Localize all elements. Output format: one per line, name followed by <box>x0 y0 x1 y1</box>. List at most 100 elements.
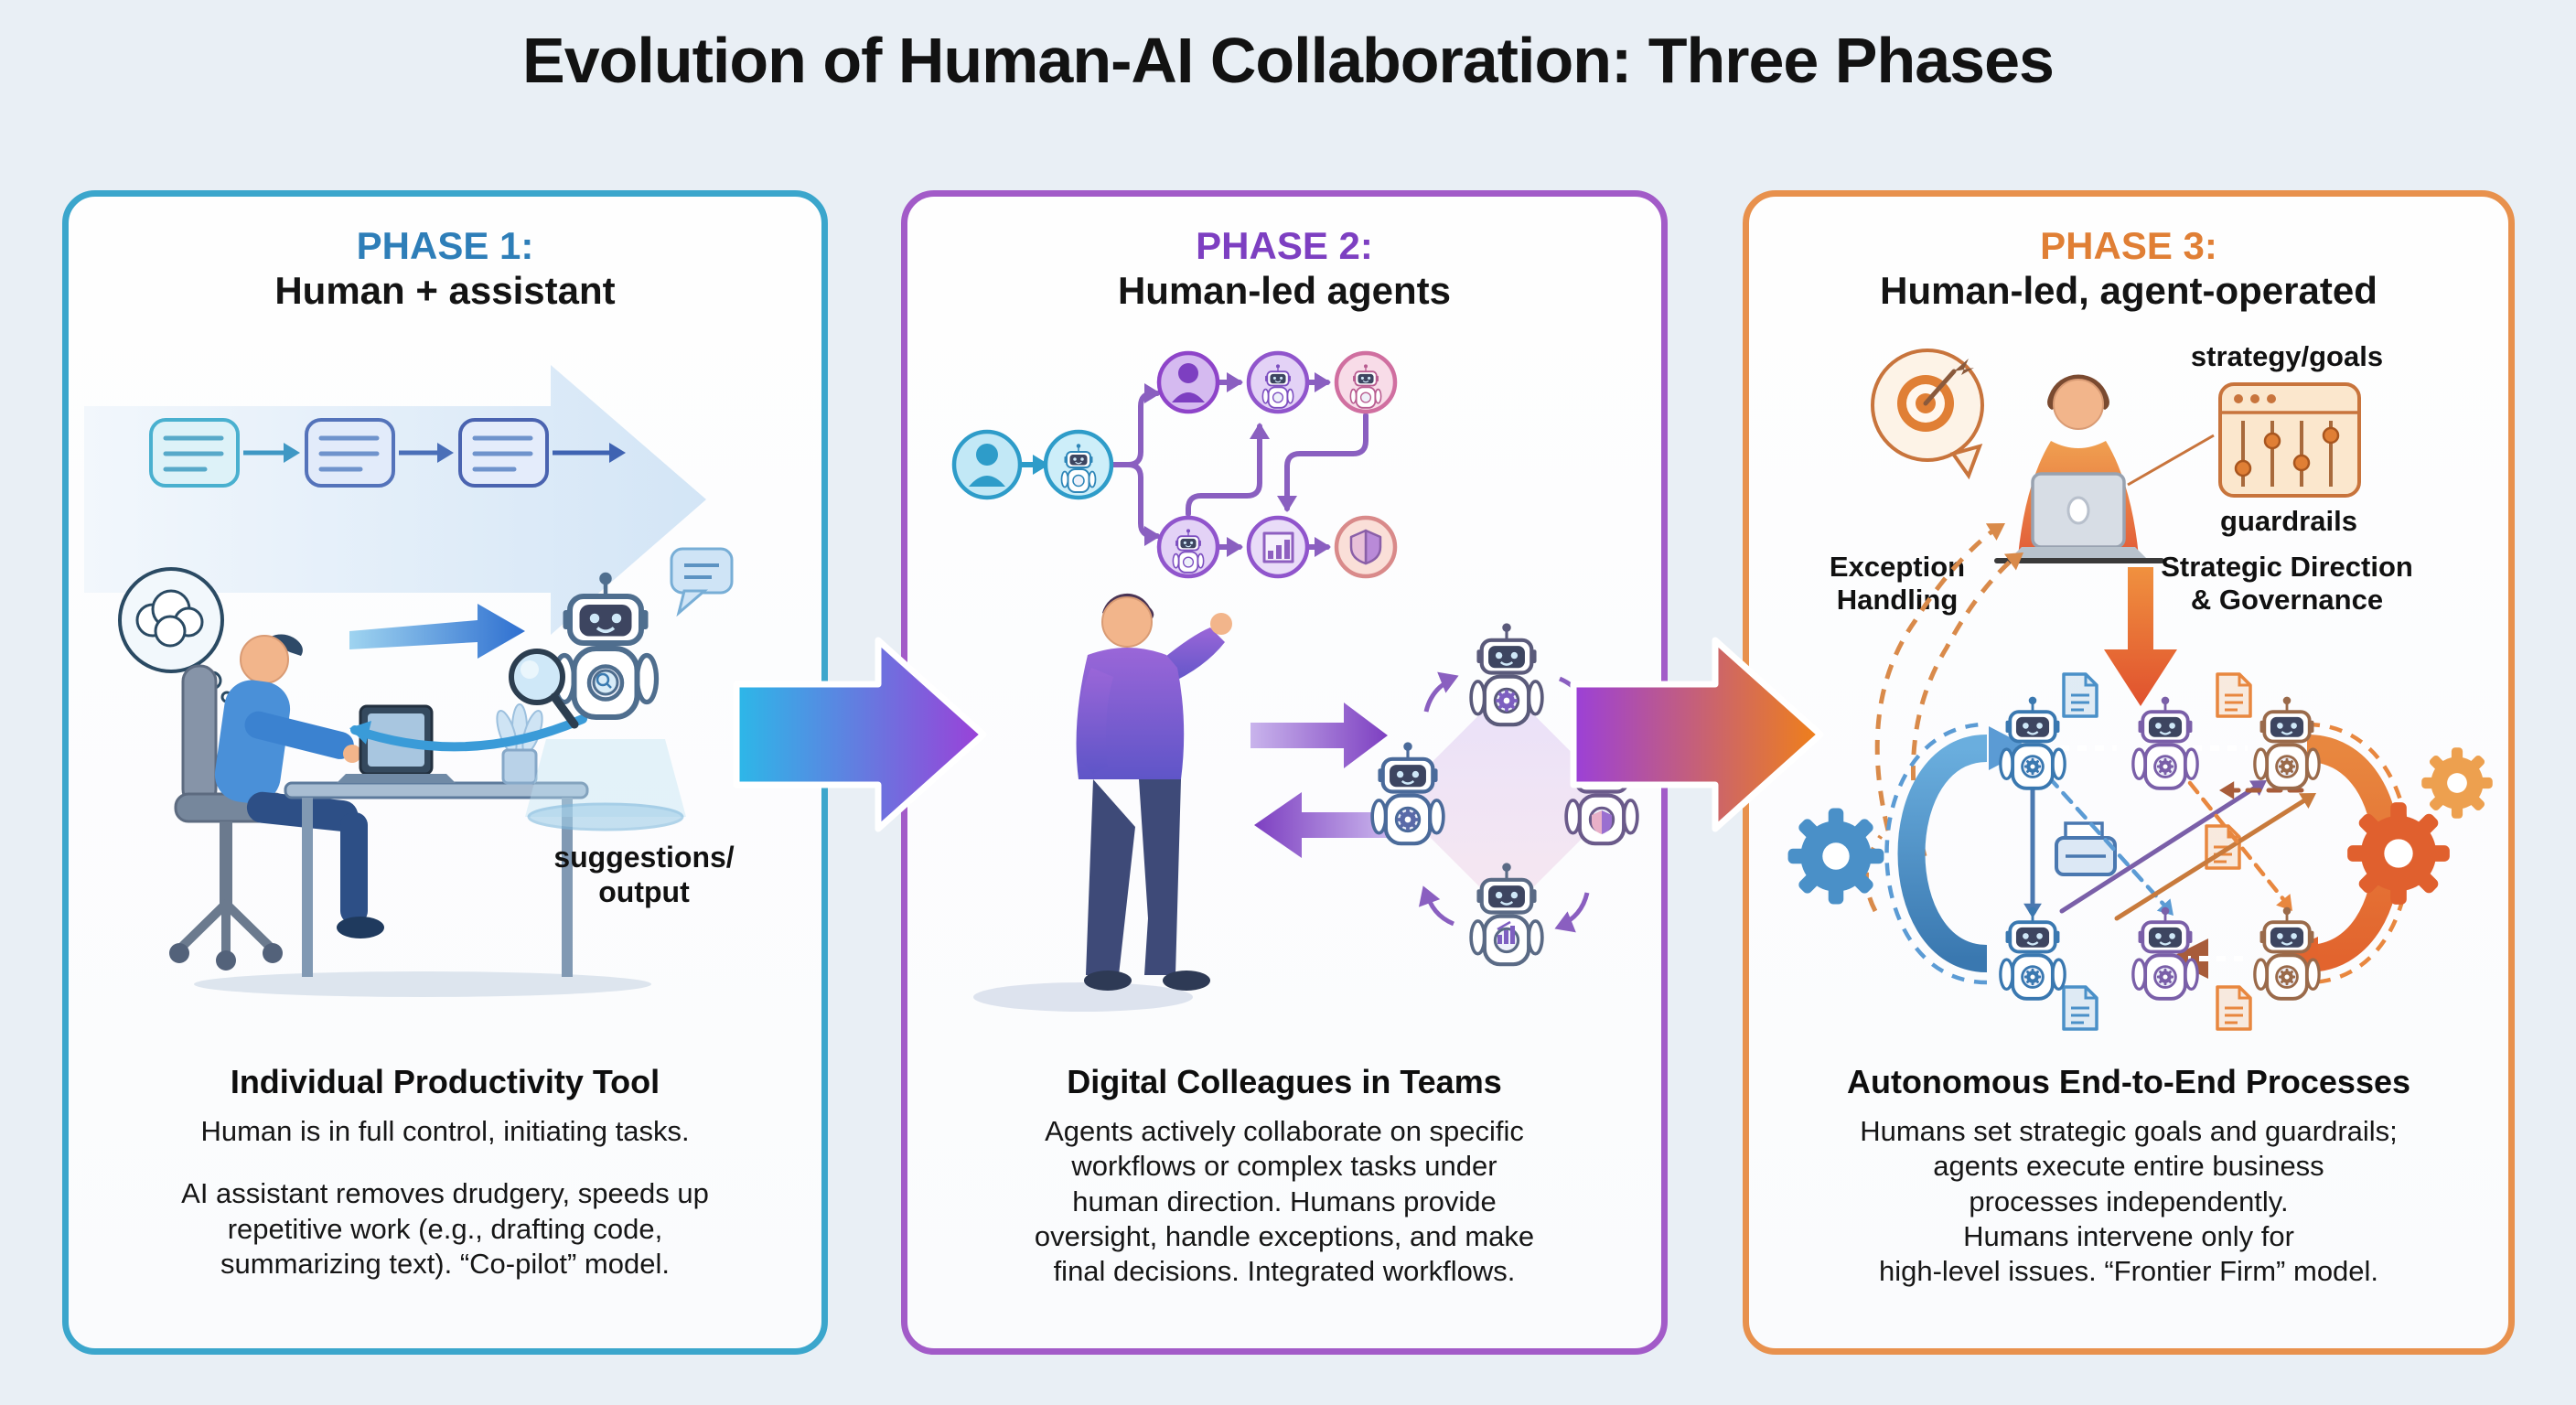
shield-node-icon <box>1334 515 1398 578</box>
human-strategist-figure <box>1994 374 2215 563</box>
printer-icon <box>2055 820 2117 876</box>
person-arm <box>244 711 354 759</box>
robot-shield-icon <box>1566 742 1637 843</box>
document-node-icon <box>304 417 395 488</box>
agent-flowchart <box>951 350 1398 578</box>
flow-arrow-icon <box>398 442 454 463</box>
person-leg <box>1086 778 1135 975</box>
document-node-icon <box>457 417 549 488</box>
phase2-illustration <box>951 350 1655 1012</box>
phase1-body-line: AI assistant removes drudgery, speeds up <box>181 1177 709 1210</box>
robot-node-icon <box>1156 515 1220 578</box>
phase3-body-line: Humans set strategic goals and guardrail… <box>1860 1114 2398 1147</box>
phase3-body-line: Humans intervene only for <box>1963 1220 2294 1252</box>
person-head <box>239 634 289 684</box>
exception-handling-label: Exception <box>1830 551 1965 583</box>
document-icon <box>2062 671 2098 718</box>
phase3-caption-title: Autonomous End-to-End Processes <box>1846 1062 2411 1100</box>
strategic-direction-label: & Governance <box>2191 584 2383 616</box>
loop-left-arc <box>1897 734 1989 972</box>
agent-team-cluster <box>1372 623 1637 964</box>
workflow-arrow-icon <box>83 364 706 635</box>
feedback-arrow-icon <box>1254 791 1388 858</box>
flow-arrow-icon <box>242 442 300 463</box>
autonomous-loop <box>1787 671 2493 1031</box>
phase3-header: PHASE 3: Human-led, agent-operated <box>1749 197 2508 315</box>
person-hand <box>1210 612 1232 635</box>
phase2-name: Human-led agents <box>1117 269 1452 313</box>
target-bubble-icon <box>1871 348 1984 479</box>
phase3-body-line: high-level issues. “Frontier Firm” model… <box>1878 1255 2379 1288</box>
phase2-body-line: human direction. Humans provide <box>1072 1185 1497 1217</box>
phase2-body-line: workflows or complex tasks under <box>1071 1150 1497 1183</box>
robot-node-icon <box>1246 350 1310 413</box>
phase1-panel: PHASE 1: Human + assistant <box>62 190 828 1355</box>
robot-node-icon <box>1334 350 1398 413</box>
person-shoe <box>336 916 384 938</box>
person-arm <box>1077 667 1113 774</box>
person-head <box>2053 378 2104 430</box>
chart-node-icon <box>1246 515 1310 578</box>
suggestions-output-label: suggestions/ <box>553 841 734 874</box>
return-arrow-icon <box>346 713 587 751</box>
sliders-panel-icon <box>2218 381 2361 498</box>
robot-assistant-icon <box>508 547 733 831</box>
human-leader-figure <box>973 593 1232 1012</box>
robot-chart-icon <box>1471 863 1542 964</box>
person-shin <box>339 811 368 924</box>
phase2-header: PHASE 2: Human-led agents <box>907 197 1661 315</box>
phase3-illustration: strategy/goals guardrails Exception Hand… <box>1787 340 2493 1031</box>
phase1-illustration: suggestions/ output <box>83 364 734 997</box>
person-shoe <box>1084 970 1132 991</box>
phase1-header: PHASE 1: Human + assistant <box>69 197 821 315</box>
page-title: Evolution of Human-AI Collaboration: Thr… <box>522 25 2055 96</box>
document-node-icon <box>148 417 240 488</box>
flow-arrow-icon <box>552 442 626 463</box>
phase3-label: PHASE 3: <box>2040 224 2217 267</box>
phase1-body-line: repetitive work (e.g., drafting code, <box>227 1212 663 1245</box>
user-node-icon <box>1156 350 1220 413</box>
hologram-base <box>527 802 683 831</box>
gear-icon <box>2421 746 2493 819</box>
desk <box>1994 557 2164 563</box>
phase2-body-line: oversight, handle exceptions, and make <box>1034 1220 1535 1252</box>
phase1-caption-title: Individual Productivity Tool <box>230 1062 660 1100</box>
phase3-body-line: processes independently. <box>1969 1185 2289 1217</box>
person-hand <box>342 744 361 763</box>
phase1-body-line: Human is in full control, initiating tas… <box>200 1114 690 1147</box>
document-icon <box>2216 984 2252 1031</box>
prompt-arrow-icon <box>349 603 525 659</box>
phase1-name: Human + assistant <box>274 269 616 313</box>
person-torso <box>214 680 290 804</box>
robot-gear-icon <box>1471 623 1542 724</box>
magnifier-icon <box>508 648 578 729</box>
phase2-body-line: Agents actively collaborate on specific <box>1045 1114 1524 1147</box>
phase3-name: Human-led, agent-operated <box>1880 269 2377 313</box>
phase3-body-line: agents execute entire business <box>1933 1150 2324 1183</box>
strategy-goals-label: strategy/goals <box>2191 340 2383 372</box>
governance-down-arrow-icon <box>2104 566 2177 706</box>
hologram-cone <box>524 738 686 817</box>
person-head <box>1101 595 1153 648</box>
robot-node-icon <box>1043 429 1114 499</box>
person-shoe <box>1163 970 1210 991</box>
phase2-caption: Digital Colleagues in Teams Agents activ… <box>907 1063 1661 1290</box>
chat-bubble-icon <box>670 547 733 617</box>
phase3-panel: PHASE 3: Human-led, agent-operated <box>1743 190 2515 1355</box>
floor-shadow <box>193 971 651 997</box>
gear-icon <box>2347 801 2450 905</box>
phase1-label: PHASE 1: <box>356 224 534 267</box>
phase2-caption-title: Digital Colleagues in Teams <box>1067 1062 1502 1100</box>
phase2-panel: PHASE 2: Human-led agents <box>901 190 1668 1355</box>
phase1-to-phase2-arrow <box>733 637 987 832</box>
user-node-icon <box>951 429 1023 499</box>
loop-cross-arrows <box>2023 771 2322 922</box>
phase1-body-line: summarizing text). “Co-pilot” model. <box>220 1248 670 1280</box>
phase2-label: PHASE 2: <box>1196 224 1373 267</box>
phase2-to-phase3-arrow <box>1570 637 1824 832</box>
document-icon <box>2062 984 2098 1031</box>
strategic-direction-label: Strategic Direction <box>2161 551 2413 583</box>
phase3-caption: Autonomous End-to-End Processes Humans s… <box>1749 1063 2508 1290</box>
suggestions-output-label: output <box>598 875 690 908</box>
guardrails-label: guardrails <box>2220 505 2357 537</box>
